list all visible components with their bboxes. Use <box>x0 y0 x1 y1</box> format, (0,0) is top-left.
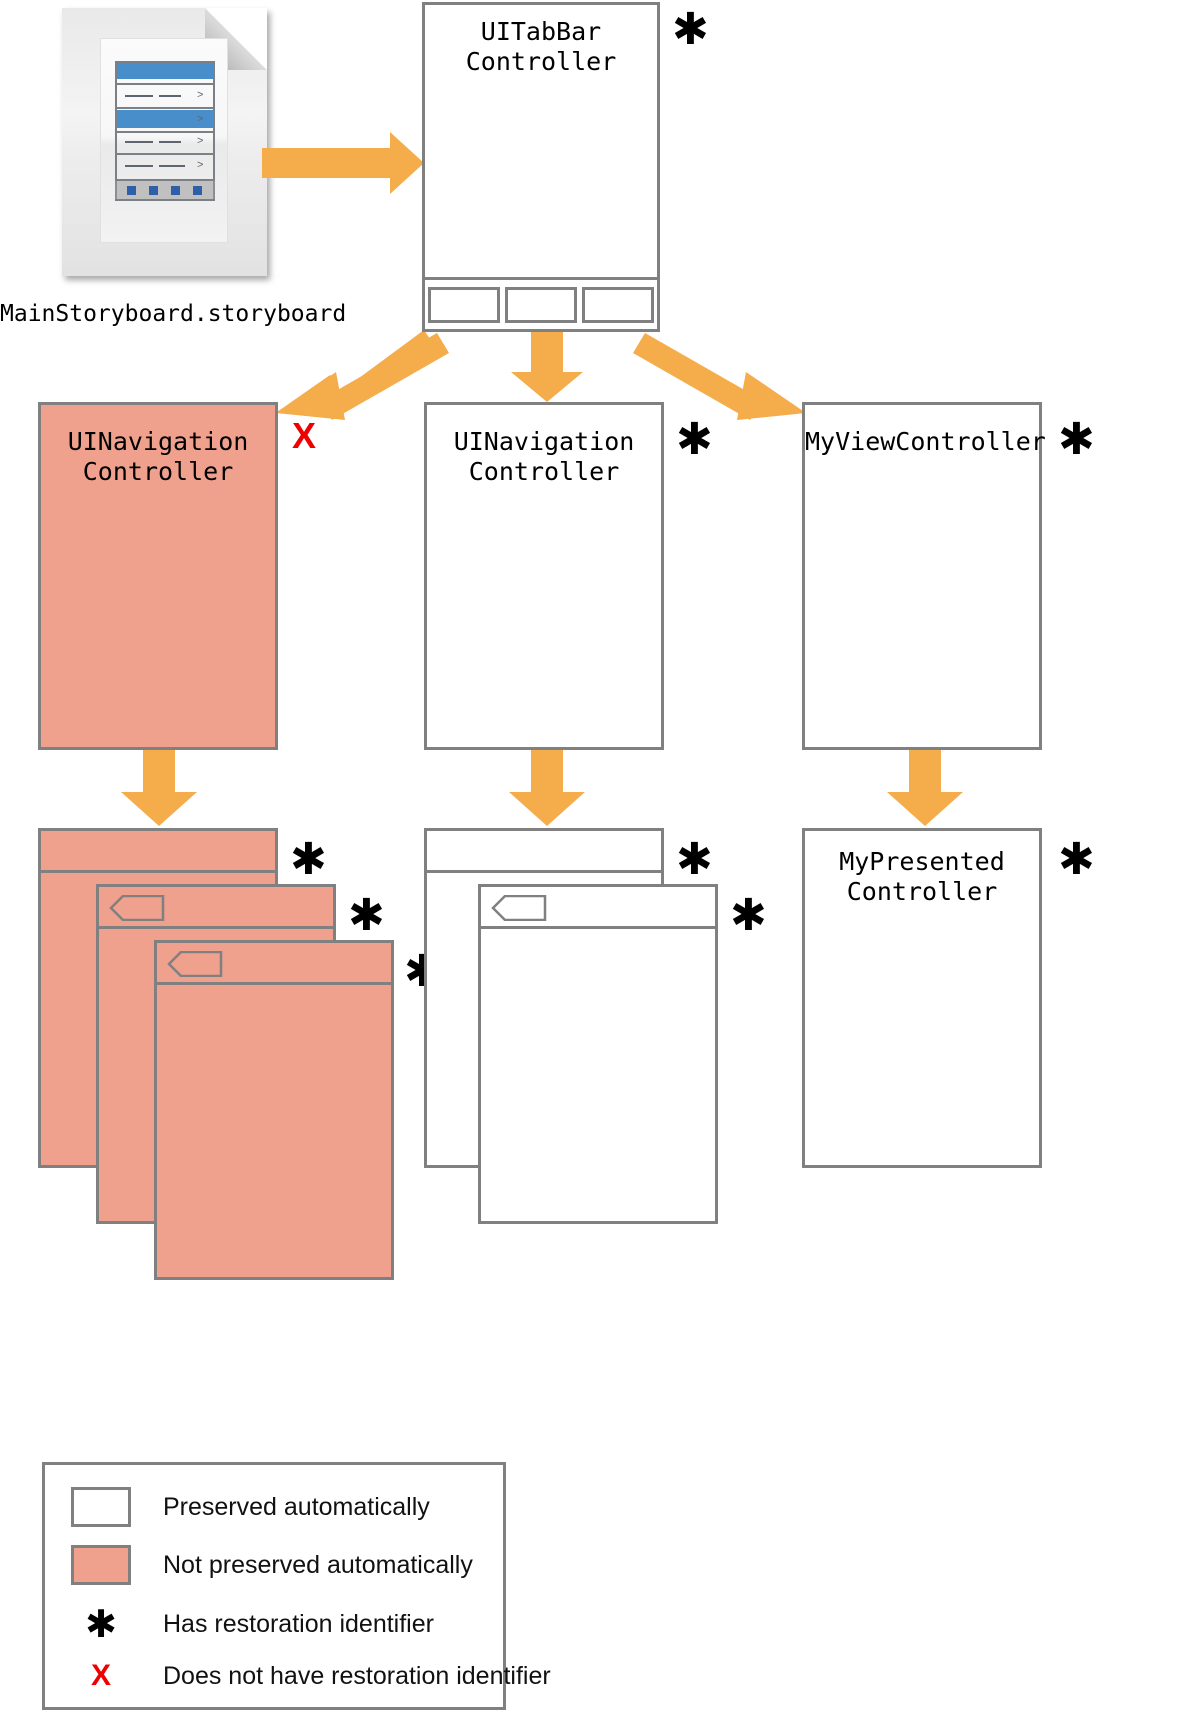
card-navbar <box>41 831 275 873</box>
legend-item-not-preserved: Not preserved automatically <box>71 1545 473 1585</box>
node-uinavigationcontroller-left-line2: Controller <box>82 457 234 486</box>
node-uinavigationcontroller-mid[interactable]: UINavigation Controller <box>424 402 664 750</box>
arrow-tabbar-to-myviewcontroller <box>633 333 806 420</box>
sketch-chevron-icon: > <box>197 113 204 125</box>
sketch-highlight-selected-row <box>117 110 213 128</box>
sketch-tab-icon <box>193 186 202 195</box>
stack-card-left-3[interactable] <box>154 940 394 1280</box>
sketch-row-divider-2 <box>115 107 215 109</box>
storyboard-filename-label: MainStoryboard.storyboard <box>0 301 347 327</box>
tabbar-item-1[interactable] <box>427 286 500 323</box>
card-navbar <box>481 887 715 929</box>
sketch-chevron-icon: > <box>197 135 204 147</box>
legend-label-has-identifier: Has restoration identifier <box>163 1610 434 1638</box>
marker-star-myviewcontroller: ✱ <box>1058 414 1095 465</box>
node-uinavigationcontroller-left-line1: UINavigation <box>67 427 249 456</box>
legend-label-no-identifier: Does not have restoration identifier <box>163 1662 551 1690</box>
marker-star-stack-mid-2: ✱ <box>730 890 767 941</box>
legend-x-icon: X <box>90 1659 111 1692</box>
tabbar-item-2[interactable] <box>504 286 577 323</box>
sketch-chevron-icon: > <box>197 89 204 101</box>
back-arrow-icon[interactable] <box>109 895 165 921</box>
node-uinavigationcontroller-mid-line1: UINavigation <box>453 427 635 456</box>
sketch-tab-icon <box>127 186 136 195</box>
legend-swatch-not-preserved <box>71 1545 131 1585</box>
legend-star-icon: ✱ <box>85 1602 117 1646</box>
arrow-tabbar-to-nav-mid <box>511 330 583 402</box>
arrow-nav-mid-to-stack <box>509 748 585 826</box>
node-uinavigationcontroller-mid-line2: Controller <box>468 457 620 486</box>
sketch-tab-icon <box>149 186 158 195</box>
tabbar-item-3[interactable] <box>582 286 655 323</box>
sketch-highlight-tabbar <box>115 181 215 199</box>
sketch-text-line <box>125 95 153 97</box>
sketch-text-line <box>159 165 185 167</box>
arrow-storyboard-to-tabbar <box>262 132 424 194</box>
sketch-row-divider-4 <box>115 153 215 155</box>
legend-label-not-preserved: Not preserved automatically <box>163 1551 473 1579</box>
node-uitabbarcontroller-line2: Controller <box>465 47 617 76</box>
arrow-myviewcontroller-to-mypresented <box>887 748 963 826</box>
legend-swatch-preserved <box>71 1487 131 1527</box>
node-mypresentedcontroller-line1: MyPresented <box>839 847 1005 876</box>
sketch-chevron-icon: > <box>197 159 204 171</box>
marker-star-uitabbarcontroller: ✱ <box>672 4 709 55</box>
card-navbar <box>99 887 333 929</box>
marker-star-mypresentedcontroller: ✱ <box>1058 834 1095 885</box>
legend-item-has-identifier: ✱ Has restoration identifier <box>71 1605 434 1643</box>
card-navbar <box>157 943 391 985</box>
sketch-tab-icon <box>171 186 180 195</box>
sketch-row-divider-1 <box>115 83 215 85</box>
card-navbar <box>427 831 661 873</box>
legend-label-preserved: Preserved automatically <box>163 1493 430 1521</box>
node-myviewcontroller[interactable]: MyViewController <box>802 402 1046 750</box>
marker-x-uinavigationcontroller-left: X <box>292 415 317 456</box>
storyboard-sketch-preview: > > > > <box>100 38 228 243</box>
back-arrow-icon[interactable] <box>167 951 223 977</box>
sketch-text-line <box>159 95 181 97</box>
legend-star-glyph-wrap: ✱ <box>71 1605 131 1643</box>
legend-x-glyph-wrap: X <box>71 1661 131 1691</box>
sketch-highlight-navbar <box>117 63 213 79</box>
node-myviewcontroller-line1: MyViewController <box>805 427 1046 456</box>
node-mypresentedcontroller-line2: Controller <box>846 877 998 906</box>
node-mypresentedcontroller[interactable]: MyPresented Controller <box>802 828 1042 1168</box>
back-arrow-icon[interactable] <box>491 895 547 921</box>
sketch-row-divider-5 <box>115 179 215 181</box>
sketch-text-line <box>125 165 153 167</box>
node-uitabbarcontroller[interactable]: UITabBar Controller <box>422 2 660 332</box>
sketch-text-line <box>159 141 181 143</box>
tabbar-strip <box>425 277 657 329</box>
storyboard-document-icon: > > > > <box>62 8 267 276</box>
legend: Preserved automatically Not preserved au… <box>42 1462 551 1710</box>
stack-card-mid-2[interactable] <box>478 884 718 1224</box>
marker-star-uinavigationcontroller-mid: ✱ <box>676 414 713 465</box>
node-uinavigationcontroller-left[interactable]: UINavigation Controller <box>38 402 278 750</box>
arrow-nav-left-to-stack <box>121 748 197 826</box>
marker-star-stack-left-2: ✱ <box>348 890 385 941</box>
node-uitabbarcontroller-line1: UITabBar <box>480 17 602 46</box>
sketch-row-divider-3 <box>115 131 215 133</box>
marker-star-stack-mid-1: ✱ <box>676 834 713 885</box>
arrow-tabbar-to-nav-left <box>276 330 449 420</box>
legend-item-preserved: Preserved automatically <box>71 1487 430 1527</box>
legend-item-no-identifier: X Does not have restoration identifier <box>71 1661 551 1691</box>
sketch-text-line <box>125 141 153 143</box>
marker-star-stack-left-1: ✱ <box>290 834 327 885</box>
